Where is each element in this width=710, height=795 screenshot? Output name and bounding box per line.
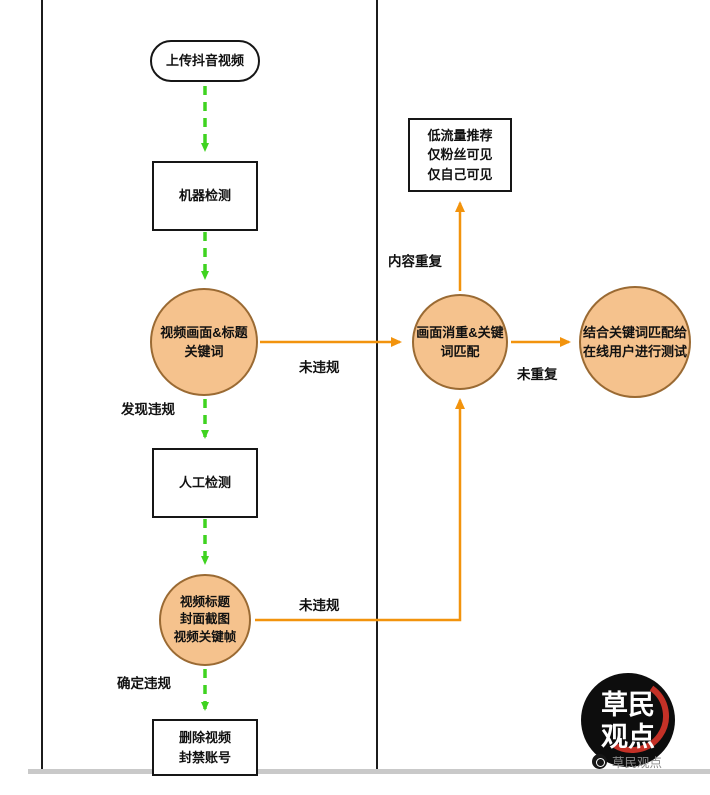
arrow-keyframes-to-dedup [255, 398, 465, 622]
node-manual-check: 人工检测 [152, 448, 258, 518]
logo-text-line1: 草民 [601, 690, 655, 721]
bottom-divider [28, 769, 710, 774]
node-machine-check: 机器检测 [152, 161, 258, 231]
node-manual-check-label: 人工检测 [178, 475, 231, 491]
node-frame-title-keywords-label: 视频画面&标题关键词 [160, 324, 248, 360]
middle-border-line [376, 0, 378, 769]
node-delete-ban: 删除视频 封禁账号 [152, 719, 258, 776]
edge-label-not-duplicate: 未重复 [517, 367, 558, 382]
node-title-cover-keyframes: 视频标题 封面截图 视频关键帧 [159, 574, 251, 666]
node-delete-ban-label: 删除视频 封禁账号 [178, 730, 231, 765]
node-title-cover-keyframes-label: 视频标题 封面截图 视频关键帧 [173, 594, 237, 644]
node-low-traffic-label: 低流量推荐 仅粉丝可见 仅自己可见 [427, 127, 493, 182]
edge-label-content-duplicate: 内容重复 [388, 254, 442, 269]
node-upload: 上传抖音视频 [150, 40, 260, 82]
edge-label-no-violation-bottom: 未违规 [299, 598, 340, 613]
watermark-logo-graphic: 草民 观点 [581, 673, 675, 767]
edge-label-confirmed-violation: 确定违规 [117, 676, 171, 691]
node-frame-title-keywords: 视频画面&标题关键词 [150, 288, 258, 396]
edge-label-found-violation: 发现违规 [121, 402, 175, 417]
logo-text-line2: 观点 [601, 722, 655, 753]
node-dedup-match-label: 画面消重&关键词匹配 [416, 324, 504, 360]
node-dedup-match: 画面消重&关键词匹配 [412, 294, 508, 390]
watermark-caption-text: 草民观点 [612, 756, 663, 770]
node-low-traffic: 低流量推荐 仅粉丝可见 仅自己可见 [408, 118, 512, 192]
node-online-test-label: 结合关键词匹配给在线用户进行测试 [583, 324, 688, 360]
edge-label-no-violation-top: 未违规 [299, 360, 340, 375]
watermark-mini-logo-icon [592, 754, 607, 769]
node-online-test: 结合关键词匹配给在线用户进行测试 [579, 286, 691, 398]
watermark-caption: 草民观点 [592, 752, 662, 771]
node-upload-label: 上传抖音视频 [165, 53, 244, 69]
node-machine-check-label: 机器检测 [178, 188, 231, 204]
watermark-logo: 草民 观点 [576, 668, 680, 777]
left-border-line [41, 0, 43, 769]
